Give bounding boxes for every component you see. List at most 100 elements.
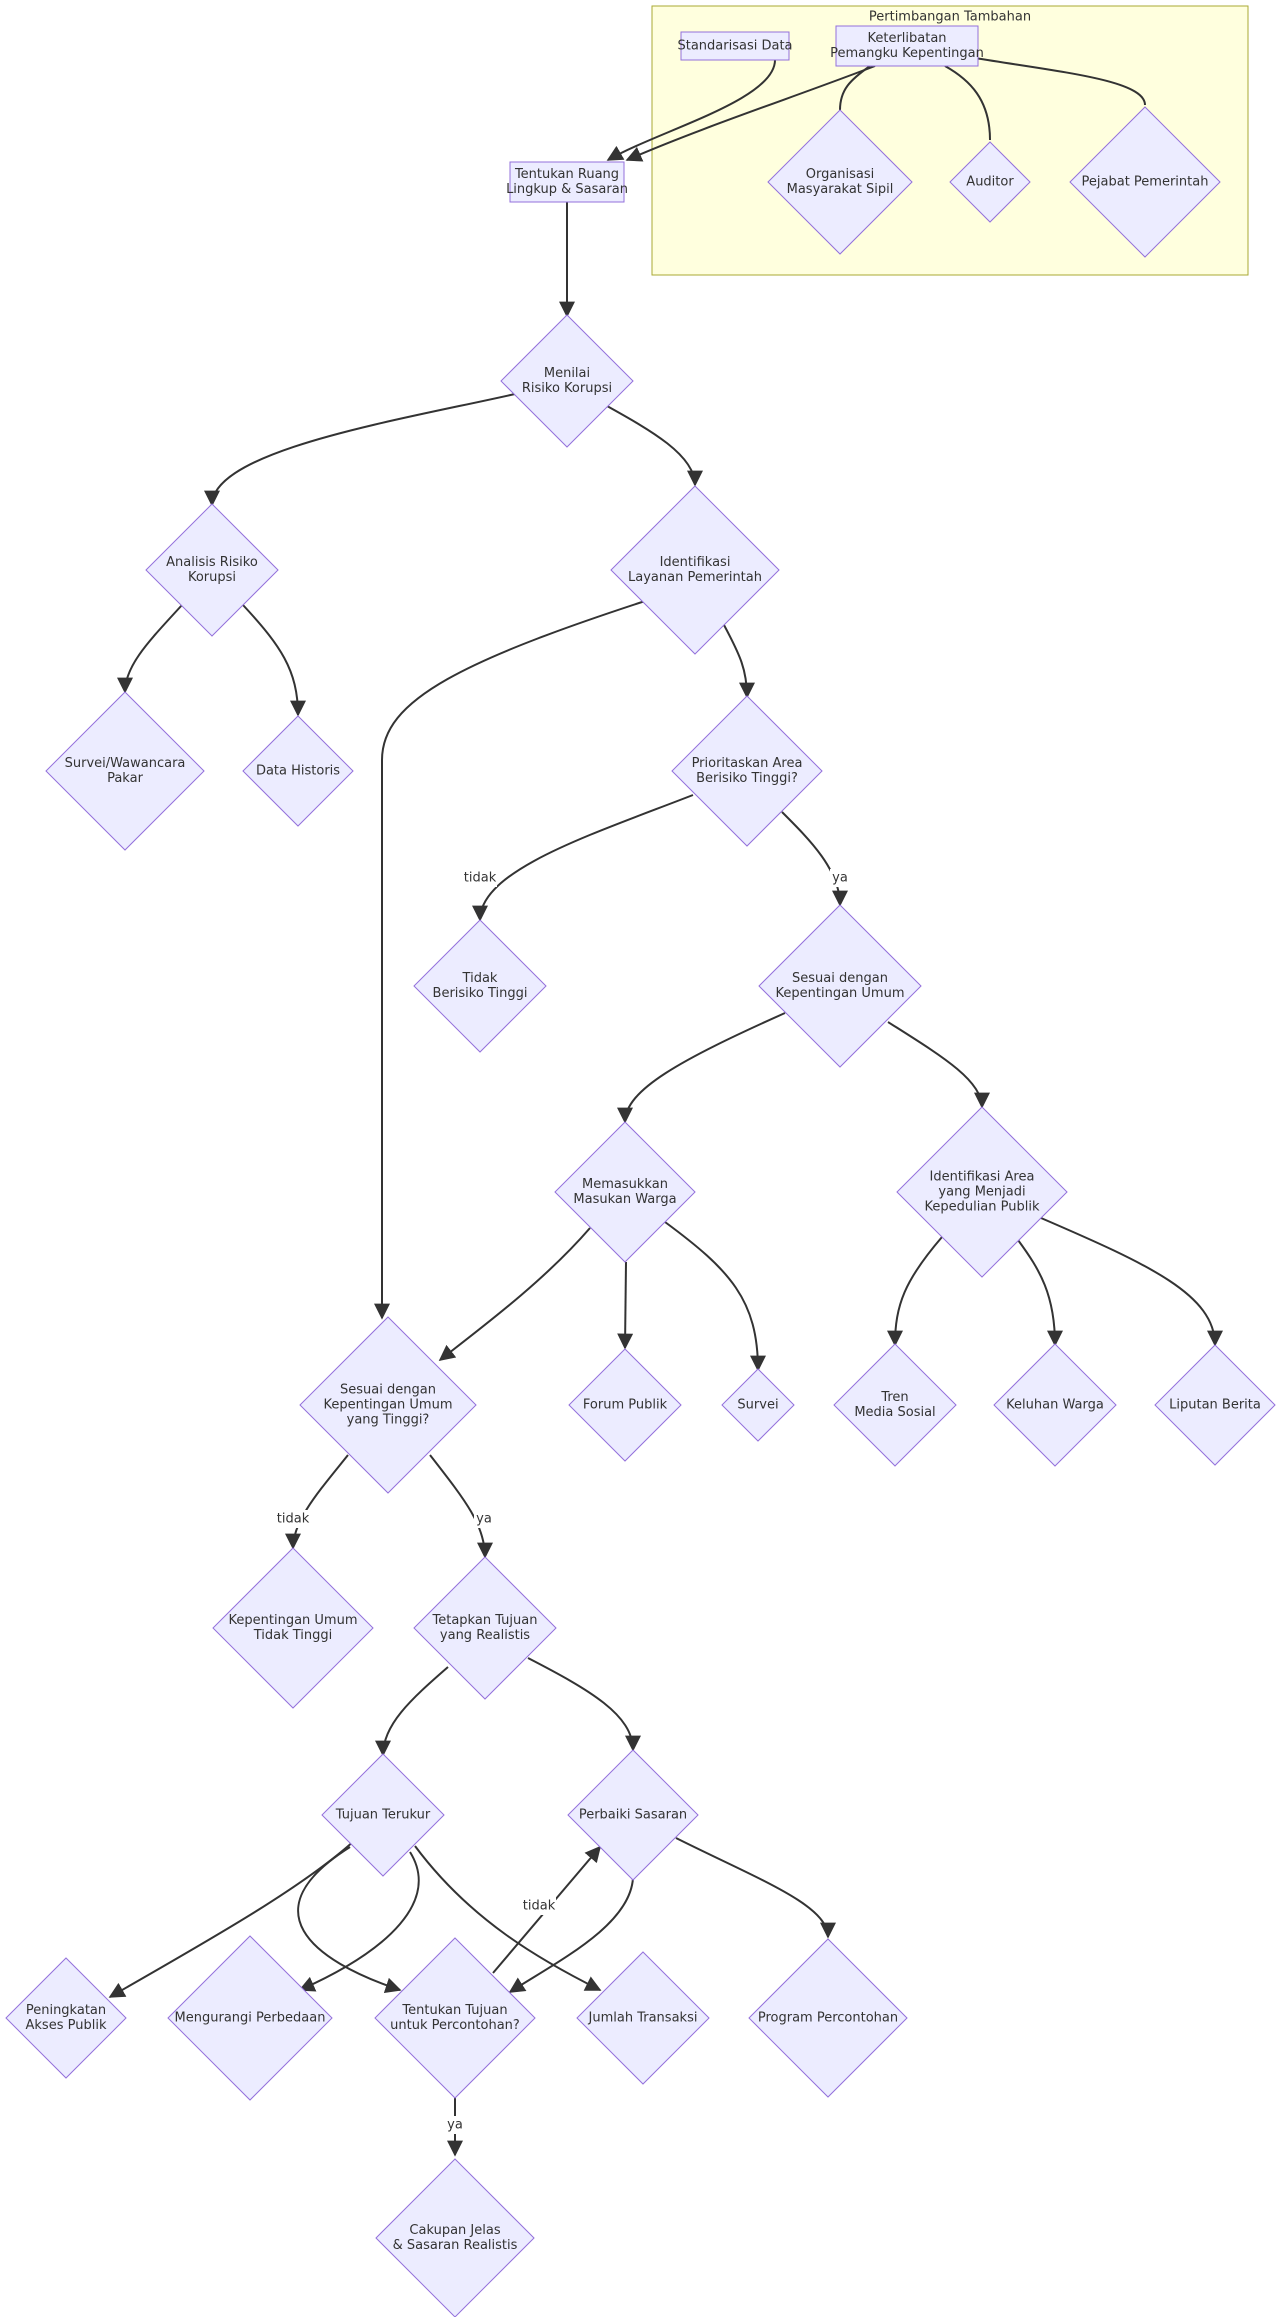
- node-label-line: Jumlah Transaksi: [588, 2011, 698, 2026]
- node-shape: [896, 1106, 1068, 1278]
- node-shape: [500, 314, 634, 448]
- node-shape: [721, 1368, 795, 1442]
- edge-prioritaskan-tidak: [472, 794, 694, 922]
- node-label-line: Tujuan Terukur: [335, 1808, 431, 1823]
- edge-area-keluhan: [1017, 1239, 1063, 1347]
- edge-label-prioritaskan-ya: ya: [830, 869, 850, 887]
- node-shape: [568, 1348, 682, 1462]
- node-shape: [758, 904, 922, 1068]
- node-auditor[interactable]: Auditor: [949, 141, 1031, 223]
- edge-terukur-mengurangi: [298, 1851, 420, 1992]
- node-forum-publik[interactable]: Forum Publik: [568, 1348, 682, 1462]
- node-shape: [413, 919, 547, 1053]
- node-program-percontohan[interactable]: Program Percontohan: [748, 1938, 908, 2098]
- edge-perbaiki-program: [675, 1837, 836, 1939]
- node-label-line: Keterlibatan: [867, 31, 946, 46]
- edge-area-liputan: [1040, 1217, 1223, 1347]
- node-shape: [167, 1935, 333, 2101]
- node-standarisasi-data[interactable]: Standarisasi Data: [677, 31, 793, 61]
- edge-menilai-identifikasi: [606, 405, 703, 487]
- node-shape: [767, 109, 913, 255]
- edge-label-text: ya: [447, 2118, 463, 2133]
- node-label-line: Kepentingan Umum: [229, 1613, 358, 1628]
- node-label-line: Liputan Berita: [1169, 1398, 1261, 1413]
- node-label-line: Masukan Warga: [573, 1192, 676, 1207]
- edge-prioritaskan-ya: [781, 811, 848, 907]
- node-shape: [45, 691, 205, 851]
- node-label-line: yang Menjadi: [938, 1185, 1025, 1200]
- edge-label-text: tidak: [277, 1512, 310, 1527]
- node-label-line: Masyarakat Sipil: [787, 182, 894, 197]
- node-label-line: Kepentingan Umum: [324, 1398, 453, 1413]
- edge-label-percontohan-tidak: tidak: [522, 1897, 556, 1915]
- node-label-line: Berisiko Tinggi: [433, 986, 528, 1001]
- node-label-line: Tren: [880, 1390, 908, 1405]
- node-label-line: Cakupan Jelas: [409, 2223, 500, 2238]
- node-label-line: Kepentingan Umum: [776, 986, 905, 1001]
- edge-menilai-analisis: [204, 393, 516, 507]
- node-shape: [835, 25, 979, 67]
- node-label-line: Layanan Pemerintah: [628, 570, 762, 585]
- node-label-line: Standarisasi Data: [677, 39, 792, 54]
- edge-area-tren: [887, 1236, 943, 1347]
- node-liputan-berita[interactable]: Liputan Berita: [1154, 1344, 1276, 1466]
- node-shape: [949, 141, 1031, 223]
- node-shape: [1154, 1344, 1276, 1466]
- node-shape: [567, 1749, 699, 1881]
- node-shape: [1069, 106, 1221, 258]
- node-perbaiki-sasaran[interactable]: Perbaiki Sasaran: [567, 1749, 699, 1881]
- node-shape: [610, 485, 780, 655]
- node-pejabat-pemerintah[interactable]: Pejabat Pemerintah: [1069, 106, 1221, 258]
- node-label-line: Memasukkan: [582, 1177, 668, 1192]
- edge-masukan-forum: [617, 1261, 634, 1350]
- node-label-line: Tidak: [462, 971, 498, 986]
- node-shape: [413, 1556, 557, 1700]
- node-label-line: Auditor: [966, 175, 1014, 190]
- node-shape: [993, 1343, 1117, 1467]
- node-shape: [375, 2158, 535, 2317]
- node-label-line: Sesuai dengan: [792, 971, 888, 986]
- node-shape: [509, 161, 625, 203]
- node-survei[interactable]: Survei: [721, 1368, 795, 1442]
- node-label-line: yang Realistis: [440, 1628, 530, 1643]
- node-shape: [299, 1316, 477, 1494]
- node-keluhan-warga[interactable]: Keluhan Warga: [993, 1343, 1117, 1467]
- node-mengurangi-perbedaan[interactable]: Mengurangi Perbedaan: [167, 1935, 333, 2101]
- node-shape: [671, 695, 823, 847]
- edge-label-sesuai-tinggi-tidak: tidak: [276, 1510, 310, 1528]
- edge-tetapkan-perbaiki: [527, 1657, 641, 1752]
- edge-identifikasi-prioritaskan: [723, 624, 755, 699]
- node-label-line: Identifikasi: [660, 555, 731, 570]
- node-jumlah-transaksi[interactable]: Jumlah Transaksi: [576, 1951, 710, 2085]
- node-label-line: Perbaiki Sasaran: [579, 1808, 687, 1823]
- edge-sesuai-tinggi-tidak: [285, 1454, 349, 1550]
- node-label-line: Tidak Tinggi: [253, 1628, 333, 1643]
- node-label-line: Peningkatan: [26, 2003, 106, 2018]
- node-label-line: Survei/Wawancara: [65, 756, 186, 771]
- node-cakupan-jelas-sasaran-realistis[interactable]: Cakupan Jelas& Sasaran Realistis: [375, 2158, 535, 2317]
- node-label-line: Akses Publik: [26, 2018, 107, 2033]
- edge-tetapkan-terukur: [375, 1666, 449, 1757]
- node-data-historis[interactable]: Data Historis: [242, 715, 354, 827]
- node-label-line: Organisasi: [806, 167, 875, 182]
- node-tujuan-terukur[interactable]: Tujuan Terukur: [321, 1753, 445, 1877]
